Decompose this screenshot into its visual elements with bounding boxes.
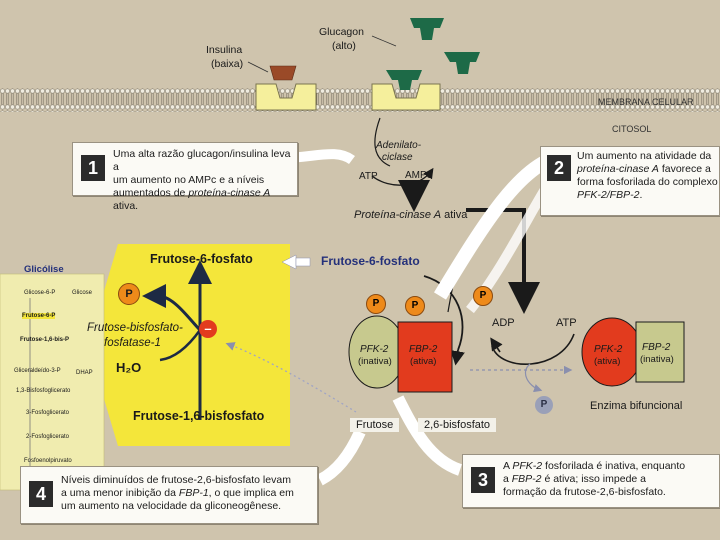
glycolysis-item: Fosfoenolpiruvato: [24, 458, 72, 464]
fbpase1-line1: Frutose-bisfosfato-: [87, 322, 183, 334]
step-4-line: Níveis diminuídos de frutose-2,6-bisfosf…: [61, 474, 291, 486]
insulin-receptor: [255, 83, 317, 111]
fbp2-inactive-shape: [635, 321, 685, 383]
step-1-line: Uma alta razão glucagon/insulina leva a: [113, 148, 291, 173]
step-3-line: a FBP-2 é ativa; isso impede a: [503, 473, 647, 485]
step-4-line: um aumento na velocidade da gliconeogêne…: [61, 500, 282, 512]
pfk2-inactive-state: (inativa): [358, 356, 392, 367]
fbp2-active-state: (ativa): [410, 356, 437, 367]
atp-substrate: ATP: [359, 171, 378, 182]
membrane-label: MEMBRANA CELULAR: [598, 97, 694, 107]
step-4-line: a uma menor inibição da FBP-1, o que imp…: [61, 487, 294, 499]
step-2-line: PFK-2/FBP-2.: [577, 189, 643, 201]
fbp2-active-name: FBP-2: [409, 344, 438, 355]
glycolysis-item: Glicose-6-P: [24, 290, 56, 296]
glucagon-label: Glucagon: [319, 26, 364, 38]
protein-kinase-a: Proteína-cinase A ativa: [354, 209, 467, 221]
released-phosphate: P: [535, 396, 553, 414]
step-4-text: Níveis diminuídos de frutose-2,6-bisfosf…: [61, 474, 294, 513]
step-1-line: aumentados de proteína-cinase A ativa.: [113, 187, 271, 212]
glycolysis-panel-bg: [0, 273, 105, 491]
glycolysis-title: Glicólise: [24, 264, 64, 275]
adp-label: ADP: [492, 317, 515, 329]
protein-kinase-a-name: Proteína-cinase A: [354, 209, 442, 221]
step-1-box: 1 Uma alta razão glucagon/insulina leva …: [72, 142, 298, 212]
step-1-number: 1: [81, 155, 105, 181]
atp-label: ATP: [556, 317, 577, 329]
complex-phosphate-2: P: [405, 296, 425, 316]
product-bisphosphate: 2,6-bisfosfato: [418, 418, 497, 432]
step-3-line: formação da frutose-2,6-bisfosfato.: [503, 486, 666, 498]
complex-f6p-label: Frutose-6-fosfato: [321, 254, 420, 268]
glycolysis-item: Frutose-1,6-bis-P: [20, 337, 70, 343]
complex-phosphate-1: P: [366, 294, 386, 314]
glycolysis-item: DHAP: [76, 370, 93, 376]
glycolysis-item: Glicose: [72, 290, 93, 296]
campc-product: AMPc: [405, 170, 432, 181]
step-2-line: Um aumento na atividade da: [577, 150, 712, 162]
step-2-line: forma fosforilada do complexo: [577, 176, 718, 188]
fbp2-active-shape: [397, 321, 453, 393]
glucagon-level: (alto): [332, 40, 356, 52]
insulin-label: Insulina: [206, 44, 243, 56]
panel-f6p-label: Frutose-6-fosfato: [150, 252, 253, 266]
glucagon-molecules: [386, 18, 480, 90]
membrane-bilayer: [0, 88, 720, 112]
step-3-line: A PFK-2 fosforilada é inativa, enquanto: [503, 460, 686, 472]
protein-kinase-a-suffix: ativa: [444, 209, 468, 221]
fbpase1-line2: fosfatase-1: [104, 337, 161, 349]
free-phosphate: P: [473, 286, 493, 306]
insulin-molecule: [269, 65, 297, 81]
bifunctional-fbp2-name: FBP-2: [642, 342, 671, 353]
water-label: H₂O: [116, 360, 142, 375]
insulin-level: (baixa): [211, 58, 244, 70]
bifunctional-fbp2-state: (inativa): [640, 354, 674, 365]
inhibition-minus-icon: –: [199, 320, 217, 338]
bifunctional-caption: Enzima bifuncional: [590, 400, 683, 412]
step-4-box: 4 Níveis diminuídos de frutose-2,6-bisfo…: [20, 466, 318, 524]
panel-f16bp-label: Frutose-1,6-bisfosfato: [133, 409, 265, 423]
step-2-number: 2: [547, 155, 571, 181]
cytosol-label: CITOSOL: [612, 124, 652, 134]
glycolysis-item: Gliceraldeído-3-P: [14, 368, 61, 374]
adenylate-cyclase-line2: ciclase: [382, 152, 413, 163]
adenylate-cyclase-line1: Adenilato-: [376, 140, 422, 151]
step-3-box: 3 A PFK-2 fosforilada é inativa, enquant…: [462, 454, 720, 508]
glucagon-receptor: [371, 83, 441, 111]
step-1-line: um aumento no AMPc e a níveis: [113, 174, 265, 186]
step-3-number: 3: [471, 467, 495, 493]
bifunctional-pfk2-state: (ativa): [594, 356, 621, 367]
step-4-number: 4: [29, 481, 53, 507]
product-fructose: Frutose: [350, 418, 400, 432]
glycolysis-item: 1,3-Bisfosfoglicerato: [16, 388, 71, 394]
glycolysis-item: Frutose-6-P: [22, 313, 56, 319]
panel-phosphate: P: [118, 283, 140, 305]
bifunctional-pfk2-name: PFK-2: [594, 344, 623, 355]
pfk2-inactive-name: PFK-2: [360, 344, 389, 355]
glycolysis-item: 2-Fosfoglicerato: [26, 434, 70, 440]
step-2-line: proteína-cinase A favorece a: [577, 163, 711, 175]
glycolysis-item: 3-Fosfoglicerato: [26, 410, 70, 416]
